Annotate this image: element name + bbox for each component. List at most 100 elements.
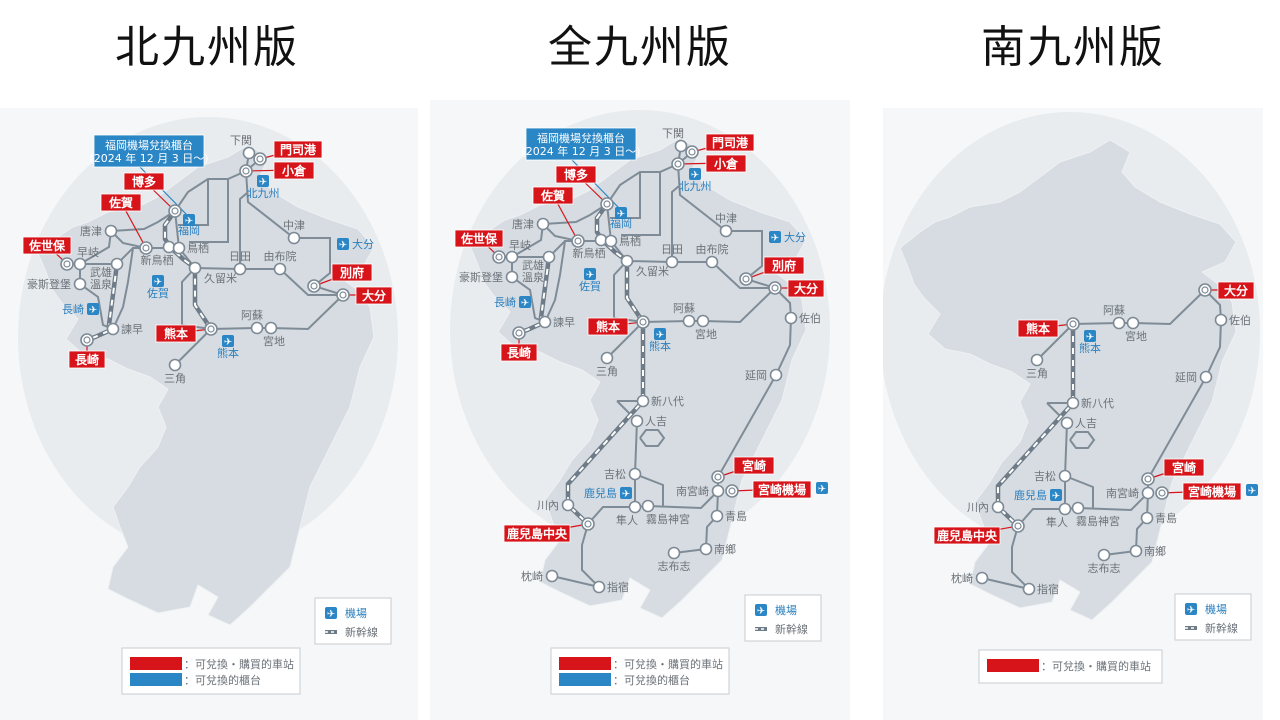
station-isahaya[interactable]: [538, 315, 552, 329]
station-kirishima[interactable]: [641, 499, 655, 513]
exchange-station-label-mojiko[interactable]: 門司港: [273, 140, 323, 159]
station-kagoshimachuo[interactable]: [1011, 519, 1025, 533]
station-nobeoka[interactable]: [1199, 370, 1213, 384]
exchange-station-label-oita[interactable]: 大分: [787, 279, 825, 298]
station-karatsu[interactable]: [104, 224, 118, 238]
station-oita[interactable]: [1198, 283, 1212, 297]
exchange-station-label-beppu[interactable]: 別府: [763, 256, 805, 275]
exchange-station-label-mojiko[interactable]: 門司港: [705, 133, 755, 152]
station-miyaji[interactable]: [264, 321, 278, 335]
station-nagasaki[interactable]: [512, 326, 526, 340]
station-tosu[interactable]: [172, 241, 186, 255]
station-huis[interactable]: [505, 270, 519, 284]
exchange-station-label-kagoshimachuo[interactable]: 鹿兒島中央: [503, 524, 571, 543]
station-miyaji[interactable]: [696, 314, 710, 328]
exchange-station-label-oita[interactable]: 大分: [1217, 281, 1255, 300]
station-hita[interactable]: [233, 262, 247, 276]
station-hayato[interactable]: [628, 500, 642, 514]
station-minamimiyazaki[interactable]: [1141, 486, 1155, 500]
station-makurazaki[interactable]: [545, 569, 559, 583]
station-mojiko[interactable]: [685, 145, 699, 159]
station-takeo[interactable]: [542, 250, 556, 264]
exchange-station-label-nagasaki[interactable]: 長崎: [68, 350, 106, 369]
station-karatsu[interactable]: [536, 217, 550, 231]
exchange-station-label-miyazaki[interactable]: 宮崎: [733, 456, 775, 475]
exchange-station-label-kumamoto[interactable]: 熊本: [587, 317, 629, 336]
station-kumamoto[interactable]: [1066, 317, 1080, 331]
station-nagasaki[interactable]: [80, 333, 94, 347]
exchange-station-label-miyazakiairport[interactable]: 宮崎機場: [1182, 482, 1242, 501]
station-hayato[interactable]: [1058, 502, 1072, 516]
exchange-station-label-saga[interactable]: 佐賀: [532, 186, 574, 205]
exchange-station-label-beppu[interactable]: 別府: [331, 263, 373, 282]
station-shimonoseki[interactable]: [242, 146, 256, 160]
station-sasebo[interactable]: [492, 250, 506, 264]
station-nango[interactable]: [699, 542, 713, 556]
station-kumamoto[interactable]: [204, 322, 218, 336]
station-hita[interactable]: [665, 255, 679, 269]
station-haiki[interactable]: [505, 250, 519, 264]
station-isahaya[interactable]: [106, 322, 120, 336]
station-nango[interactable]: [1129, 544, 1143, 558]
station-kokura[interactable]: [671, 157, 685, 171]
station-misumi[interactable]: [168, 358, 182, 372]
station-hakata[interactable]: [168, 204, 182, 218]
station-yufuin[interactable]: [705, 255, 719, 269]
station-saga[interactable]: [571, 234, 585, 248]
exchange-station-label-kumamoto[interactable]: 熊本: [155, 324, 197, 343]
station-kurume[interactable]: [620, 254, 634, 268]
station-miyazaki[interactable]: [711, 470, 725, 484]
station-kagoshimachuo[interactable]: [581, 517, 595, 531]
exchange-station-label-nagasaki[interactable]: 長崎: [500, 343, 538, 362]
station-misumi[interactable]: [1030, 353, 1044, 367]
station-ibusuki[interactable]: [592, 580, 606, 594]
station-beppu[interactable]: [307, 279, 321, 293]
station-aso[interactable]: [250, 321, 264, 335]
exchange-station-label-kokura[interactable]: 小倉: [273, 161, 315, 180]
station-hakata[interactable]: [600, 197, 614, 211]
station-shimonoseki[interactable]: [674, 139, 688, 153]
station-hitoyoshi[interactable]: [1060, 416, 1074, 430]
station-miyazakiairport[interactable]: [725, 484, 739, 498]
exchange-station-label-kumamoto[interactable]: 熊本: [1017, 319, 1059, 338]
station-huis[interactable]: [73, 277, 87, 291]
station-aoshima[interactable]: [1140, 511, 1154, 525]
exchange-station-label-kagoshimachuo[interactable]: 鹿兒島中央: [933, 526, 1001, 545]
exchange-station-label-miyazakiairport[interactable]: 宮崎機場: [752, 480, 812, 499]
station-saga[interactable]: [139, 241, 153, 255]
exchange-station-label-sasebo[interactable]: 佐世保: [454, 229, 504, 248]
exchange-station-label-sasebo[interactable]: 佐世保: [22, 236, 72, 255]
exchange-station-label-hakata[interactable]: 博多: [123, 172, 165, 191]
station-mojiko[interactable]: [253, 152, 267, 166]
exchange-station-label-saga[interactable]: 佐賀: [100, 193, 142, 212]
station-shibushi[interactable]: [1097, 548, 1111, 562]
station-kumamoto[interactable]: [636, 315, 650, 329]
station-kirishima[interactable]: [1071, 501, 1085, 515]
station-aso[interactable]: [1112, 316, 1126, 330]
station-minamimiyazaki[interactable]: [711, 484, 725, 498]
station-ibusuki[interactable]: [1022, 582, 1036, 596]
station-nakatsu[interactable]: [719, 224, 733, 238]
station-shibushi[interactable]: [667, 546, 681, 560]
station-tosu[interactable]: [604, 234, 618, 248]
station-beppu[interactable]: [739, 272, 753, 286]
station-makurazaki[interactable]: [975, 571, 989, 585]
station-nakatsu[interactable]: [287, 231, 301, 245]
station-hitoyoshi[interactable]: [630, 414, 644, 428]
exchange-station-label-kokura[interactable]: 小倉: [705, 154, 747, 173]
station-sendai[interactable]: [561, 498, 575, 512]
station-aso[interactable]: [682, 314, 696, 328]
station-sasebo[interactable]: [60, 257, 74, 271]
station-kurume[interactable]: [188, 261, 202, 275]
exchange-station-label-miyazaki[interactable]: 宮崎: [1163, 458, 1205, 477]
exchange-station-label-oita[interactable]: 大分: [355, 286, 393, 305]
station-miyazaki[interactable]: [1141, 472, 1155, 486]
station-aoshima[interactable]: [710, 509, 724, 523]
station-nobeoka[interactable]: [769, 368, 783, 382]
station-saiki[interactable]: [1214, 313, 1228, 327]
station-yufuin[interactable]: [273, 262, 287, 276]
station-oita[interactable]: [768, 281, 782, 295]
station-misumi[interactable]: [600, 351, 614, 365]
station-yoshimatsu[interactable]: [1058, 469, 1072, 483]
station-miyazakiairport[interactable]: [1155, 486, 1169, 500]
